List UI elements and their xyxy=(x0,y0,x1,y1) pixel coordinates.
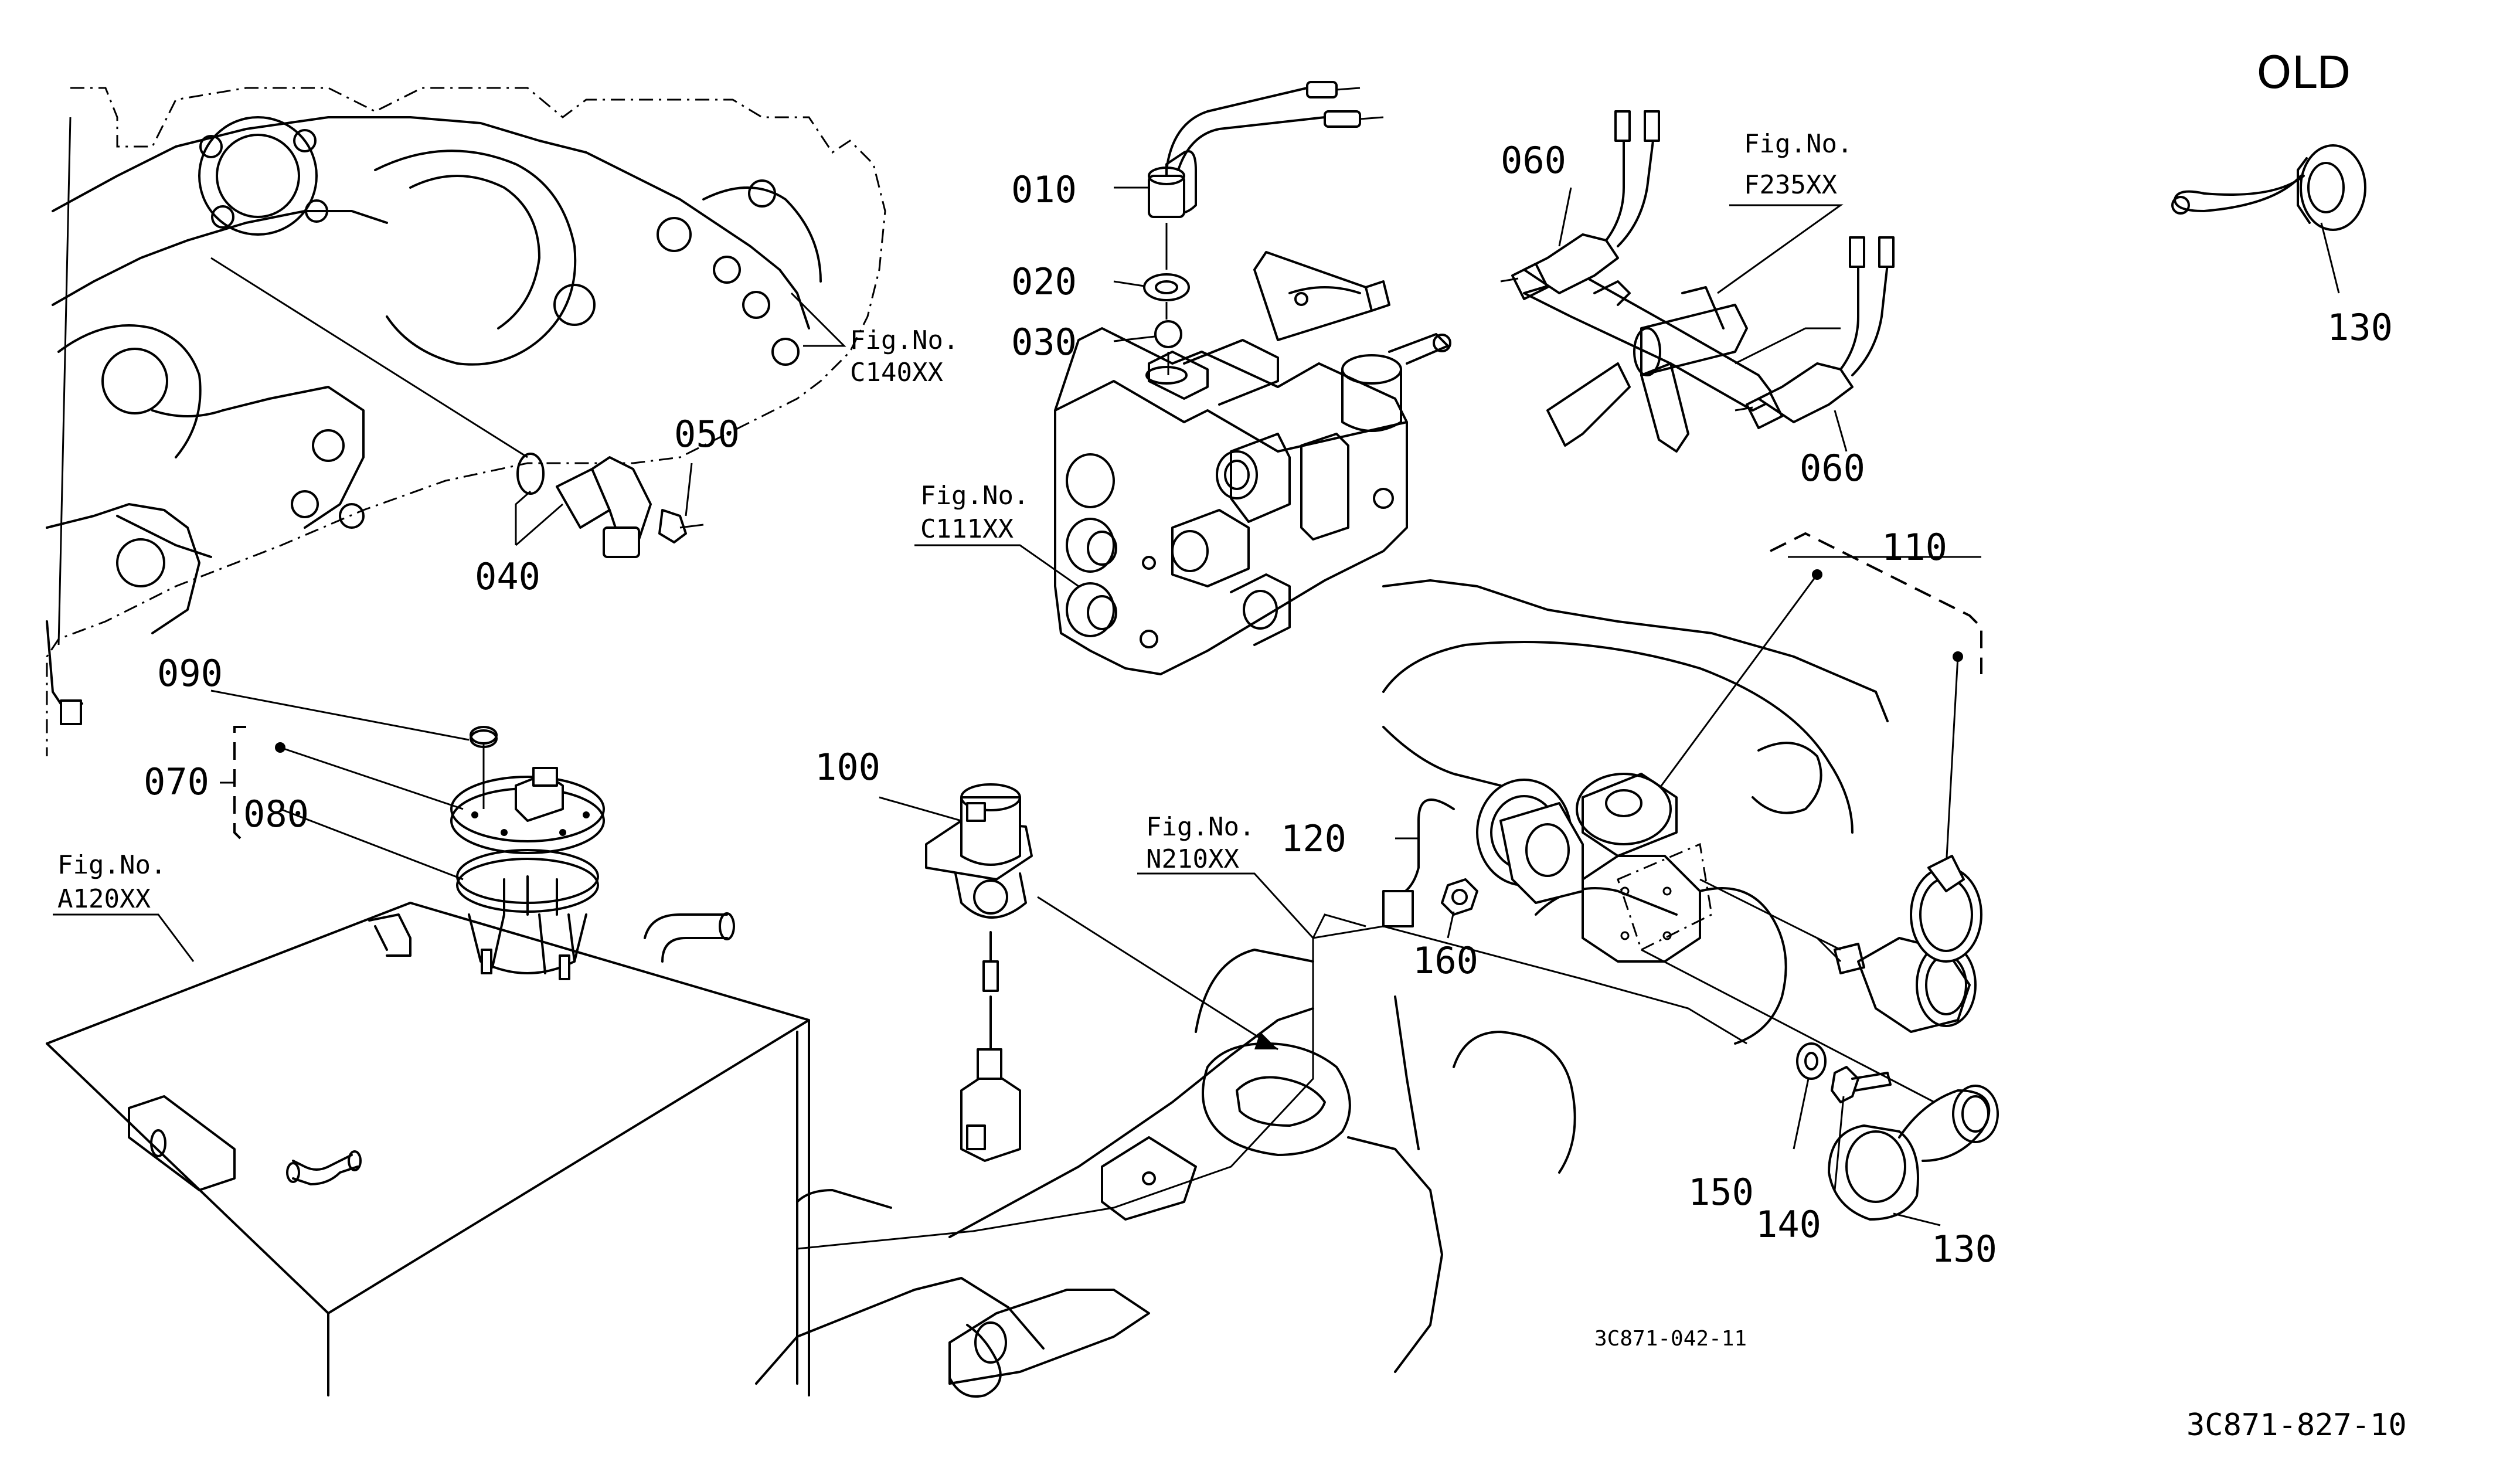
part-label-100: 100 xyxy=(815,746,880,789)
part-label-030: 030 xyxy=(1011,321,1077,363)
drawing-code-outer: 3C871-827-10 xyxy=(2186,1408,2407,1443)
part-label-160: 160 xyxy=(1413,939,1478,982)
switch-060-drawing xyxy=(1500,110,1895,453)
part-label-120: 120 xyxy=(1281,817,1346,860)
transmission-housing-drawing xyxy=(46,87,886,756)
part-label-060-upper: 060 xyxy=(1501,139,1566,182)
figref-f235-code: F235XX xyxy=(1744,170,1837,200)
old-label: OLD xyxy=(2257,46,2351,98)
part-label-110: 110 xyxy=(1882,526,1947,569)
part-label-010: 010 xyxy=(1011,168,1077,211)
part-label-130-old: 130 xyxy=(2327,306,2393,349)
figref-n210[interactable]: Fig.No. N210XX xyxy=(1146,812,1254,874)
fender-drawing xyxy=(755,579,1889,1398)
figref-a120-code: A120XX xyxy=(57,884,151,914)
pressure-switch-drawing xyxy=(1143,81,1384,375)
part-label-020: 020 xyxy=(1011,260,1077,303)
old-cap-drawing xyxy=(2171,144,2366,231)
figref-a120-label: Fig.No. xyxy=(57,850,166,880)
figref-c140-label: Fig.No. xyxy=(850,325,958,355)
part-label-150: 150 xyxy=(1688,1171,1754,1214)
part-labels: OLD 010 020 030 040 050 060 060 070 080 … xyxy=(144,46,2393,1270)
speed-sensor-drawing xyxy=(210,257,704,558)
figref-c140-code: C140XX xyxy=(850,358,943,388)
part-label-080: 080 xyxy=(243,793,309,835)
part-label-140: 140 xyxy=(1756,1203,1821,1246)
part-label-070: 070 xyxy=(144,760,209,803)
fuel-tank-drawing xyxy=(46,902,810,1396)
figref-c111-label: Fig.No. xyxy=(920,481,1029,511)
part-label-050: 050 xyxy=(674,413,740,456)
control-valve-drawing xyxy=(1054,251,1451,675)
figref-f235[interactable]: Fig.No. F235XX xyxy=(1744,129,1852,200)
fuel-sender-drawing xyxy=(233,726,735,980)
figref-c111-code: C111XX xyxy=(920,514,1014,544)
figref-n210-code: N210XX xyxy=(1146,844,1239,874)
figref-c140[interactable]: Fig.No. C140XX xyxy=(850,325,958,388)
part-label-130: 130 xyxy=(1931,1228,1997,1270)
accessory-socket-drawing xyxy=(1382,532,1999,1221)
part-label-060-lower: 060 xyxy=(1800,447,1865,490)
figref-a120[interactable]: Fig.No. A120XX xyxy=(57,850,166,914)
figure-references: Fig.No. C140XX Fig.No. C111XX Fig.No. F2… xyxy=(57,129,1852,914)
part-label-090: 090 xyxy=(157,652,223,695)
level-sensor-100-drawing xyxy=(925,783,1278,1162)
drawing-code-inner: 3C871-042-11 xyxy=(1594,1327,1747,1351)
leader-lines xyxy=(53,186,2340,1226)
figref-f235-label: Fig.No. xyxy=(1744,129,1852,159)
part-label-040: 040 xyxy=(475,555,540,598)
figref-n210-label: Fig.No. xyxy=(1146,812,1254,842)
figref-c111[interactable]: Fig.No. C111XX xyxy=(920,481,1029,544)
